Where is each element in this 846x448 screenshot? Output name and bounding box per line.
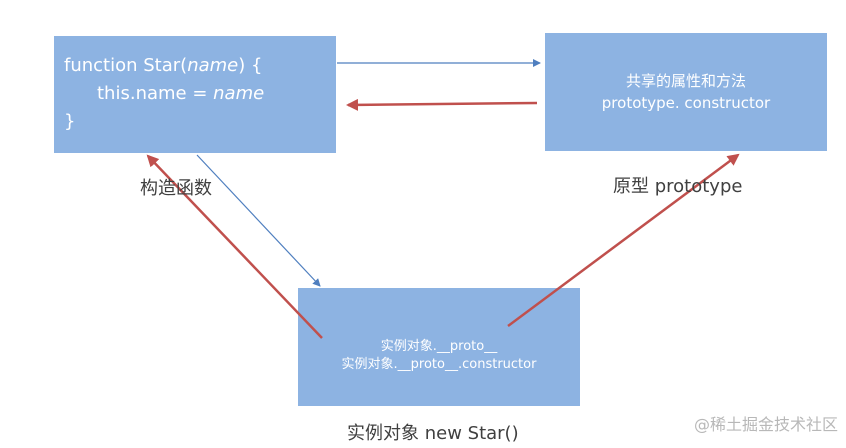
arrow-prototype-to-constructor [346,98,538,111]
code-line-1: function Star(name) { [64,52,336,80]
prototype-line-1: 共享的属性和方法 [625,72,746,90]
code-line-2: this.name = name [64,80,336,108]
instance-line-2: 实例对象.__proto__.constructor [341,357,537,372]
instance-line-1: 实例对象.__proto__ [380,339,498,354]
code-function-keyword: function Star( [64,55,188,76]
code-assign: this.name = [97,83,214,104]
constructor-box: function Star(name) { this.name = name } [54,36,336,153]
prototype-line-2: prototype. constructor [601,94,771,112]
instance-caption: 实例对象 new Star() [347,423,519,444]
code-assign-value: name [213,83,265,104]
arrow-constructor-to-instance [196,154,321,287]
arrow-instance-to-prototype [507,153,740,328]
prototype-box: 共享的属性和方法 prototype. constructor [545,33,827,151]
arrow-instance-to-constructor [146,154,323,339]
code-brace-open: ) { [238,55,263,76]
code-line-3: } [64,111,76,132]
constructor-caption: 构造函数 [140,178,212,199]
prototype-caption: 原型 prototype [613,176,743,197]
watermark: @稀土掘金技术社区 [693,415,838,434]
instance-box: 实例对象.__proto__ 实例对象.__proto__.constructo… [298,288,580,406]
code-param: name [187,55,239,76]
